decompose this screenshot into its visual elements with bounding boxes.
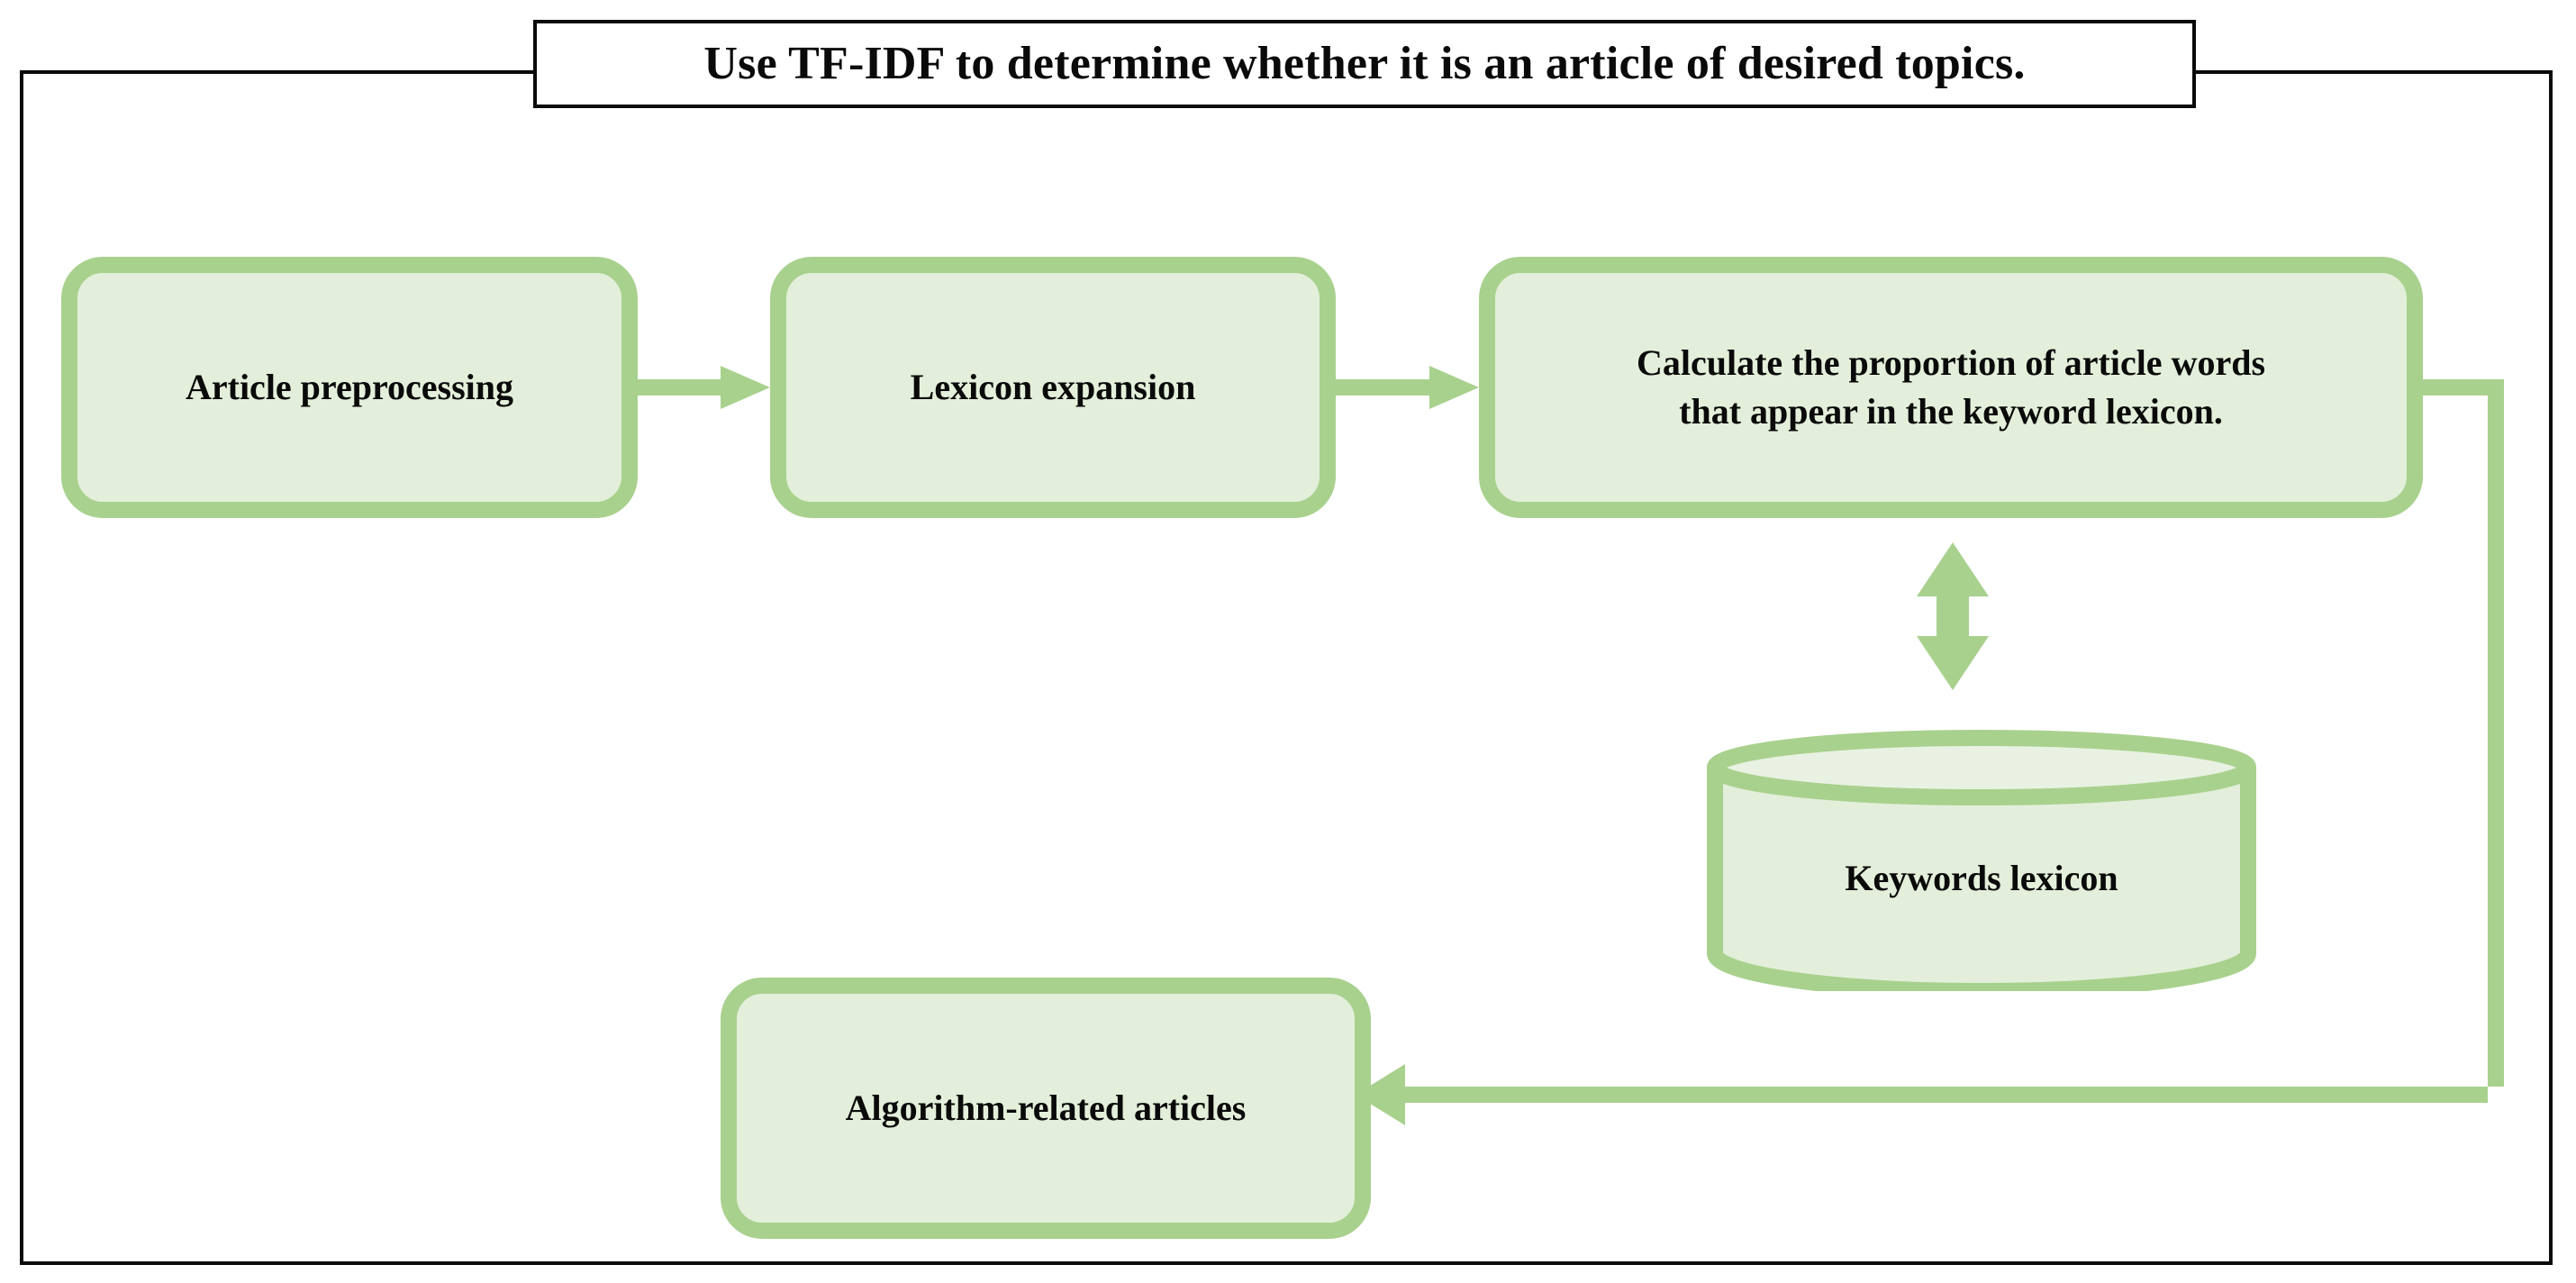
node-lexicon-expansion[interactable]: Lexicon expansion xyxy=(770,257,1336,518)
diagram-title-box: Use TF-IDF to determine whether it is an… xyxy=(533,20,2196,108)
node-label-calculate-proportion: Calculate the proportion of article word… xyxy=(1622,339,2280,436)
diagram-title-text: Use TF-IDF to determine whether it is an… xyxy=(703,37,2026,89)
database-cylinder-icon xyxy=(1707,730,2256,991)
node-article-preprocessing[interactable]: Article preprocessing xyxy=(61,257,638,518)
node-label-algorithm-related-articles: Algorithm-related articles xyxy=(845,1087,1247,1128)
node-label-article-preprocessing: Article preprocessing xyxy=(185,367,513,407)
node-calculate-proportion[interactable]: Calculate the proportion of article word… xyxy=(1479,257,2423,518)
node-label-lexicon-expansion: Lexicon expansion xyxy=(910,367,1196,407)
node-label-calculate-line2: that appear in the keyword lexicon. xyxy=(1679,391,2223,432)
node-algorithm-related-articles[interactable]: Algorithm-related articles xyxy=(721,978,1371,1239)
node-keywords-lexicon[interactable]: Keywords lexicon xyxy=(1707,730,2256,991)
node-label-calculate-line1: Calculate the proportion of article word… xyxy=(1636,342,2266,383)
